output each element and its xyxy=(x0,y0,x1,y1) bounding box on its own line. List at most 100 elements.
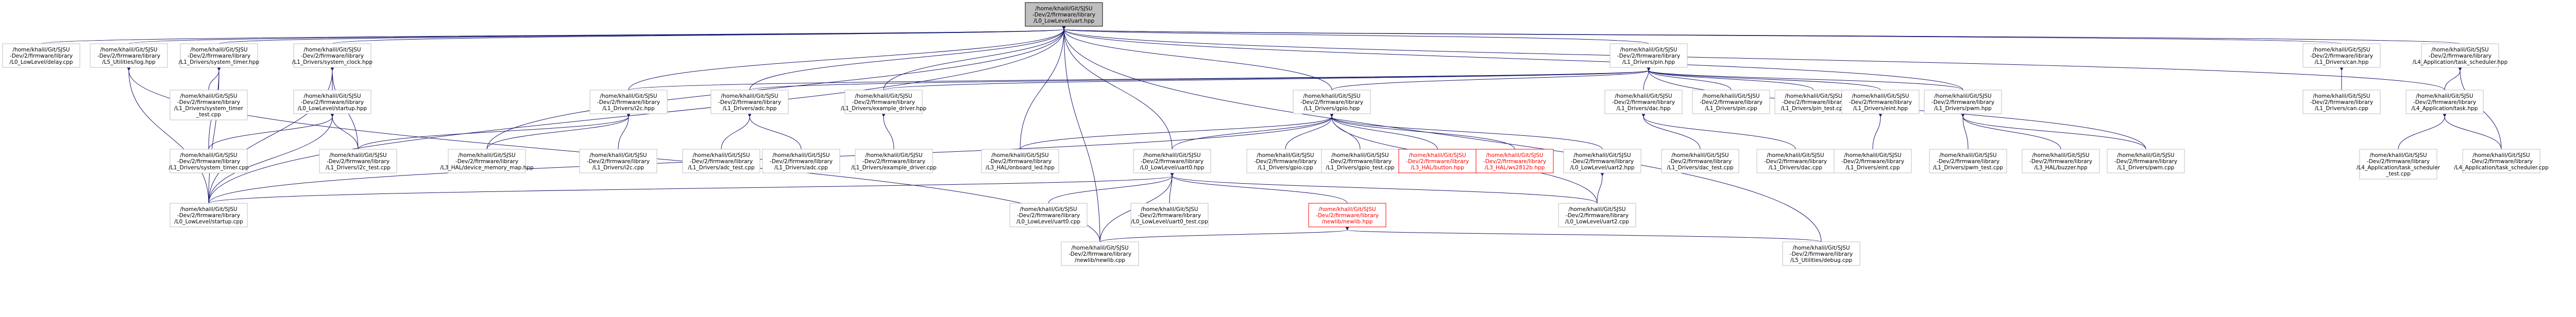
node-box xyxy=(180,43,258,68)
node-label-line: -Dev/2/firmware/library xyxy=(327,158,389,165)
graph-node[interactable]: /home/khalil/Git/SJSU-Dev/2/firmware/lib… xyxy=(1661,149,1739,173)
graph-node[interactable]: /home/khalil/Git/SJSU-Dev/2/firmware/lib… xyxy=(2107,149,2185,173)
graph-node[interactable]: /home/khalil/Git/SJSU-Dev/2/firmware/lib… xyxy=(762,149,840,173)
node-box xyxy=(1924,90,2002,114)
graph-node[interactable]: /home/khalil/Git/SJSU-Dev/2/firmware/lib… xyxy=(168,149,249,173)
graph-node[interactable]: /home/khalil/Git/SJSU-Dev/2/firmware/lib… xyxy=(579,149,657,173)
node-label-line: /home/khalil/Git/SJSU xyxy=(589,152,647,158)
graph-node[interactable]: /home/khalil/Git/SJSU-Dev/2/firmware/lib… xyxy=(440,149,534,173)
dependency-edge xyxy=(208,67,221,91)
graph-node[interactable]: /home/khalil/Git/SJSU-Dev/2/firmware/lib… xyxy=(90,43,168,68)
node-label-line: -Dev/2/firmware/library xyxy=(1329,158,1392,165)
graph-node[interactable]: /home/khalil/Git/SJSU-Dev/2/firmware/lib… xyxy=(1609,43,1688,68)
graph-node[interactable]: /home/khalil/Git/SJSU-Dev/2/firmware/lib… xyxy=(981,149,1059,173)
node-label-line: -Dev/2/firmware/library xyxy=(1571,158,1634,165)
graph-node[interactable]: /home/khalil/Git/SJSU-Dev/2/firmware/lib… xyxy=(682,149,760,173)
node-label-line: -Dev/2/firmware/library xyxy=(2114,158,2177,165)
graph-node[interactable]: /home/khalil/Git/SJSU-Dev/2/firmware/lib… xyxy=(1834,149,1912,173)
node-label-line: /home/khalil/Git/SJSU xyxy=(2313,47,2370,53)
graph-node[interactable]: /home/khalil/Git/SJSU-Dev/2/firmware/lib… xyxy=(1692,90,1770,114)
node-label-line: -Dev/2/firmware/library xyxy=(1841,158,1904,165)
graph-node[interactable]: /home/khalil/Git/SJSU-Dev/2/firmware/lib… xyxy=(2022,149,2100,173)
graph-node[interactable]: /home/khalil/Git/SJSU-Dev/2/firmware/lib… xyxy=(1025,2,1103,27)
graph-node[interactable]: /home/khalil/Git/SJSU-Dev/2/firmware/lib… xyxy=(1563,149,1641,173)
node-label-line: -Dev/2/firmware/library xyxy=(97,53,160,59)
graph-node[interactable]: /home/khalil/Git/SJSU-Dev/2/firmware/lib… xyxy=(710,90,789,114)
node-label-line: /L0_LowLevel/uart2.cpp xyxy=(1565,219,1629,225)
node-label-line: /home/khalil/Git/SJSU xyxy=(12,47,70,53)
graph-node[interactable]: /home/khalil/Git/SJSU-Dev/2/firmware/lib… xyxy=(1133,149,1211,173)
dependency-edge xyxy=(1170,172,1598,204)
node-label-line: /newlib/newlib.cpp xyxy=(1075,257,1125,263)
node-box xyxy=(1841,90,1920,114)
graph-node[interactable]: /home/khalil/Git/SJSU-Dev/2/firmware/lib… xyxy=(1321,149,1399,173)
node-label-line: /home/khalil/Git/SJSU xyxy=(1939,152,1996,158)
graph-node[interactable]: /home/khalil/Git/SJSU-Dev/2/firmware/lib… xyxy=(2302,90,2381,114)
graph-node[interactable]: /home/khalil/Git/SJSU-Dev/2/firmware/lib… xyxy=(2454,149,2549,173)
graph-node[interactable]: /home/khalil/Git/SJSU-Dev/2/firmware/lib… xyxy=(170,203,248,227)
node-label-line: /L0_LowLevel/uart2.hpp xyxy=(1570,165,1635,171)
node-label-line: _test.cpp xyxy=(196,112,221,118)
node-label-line: -Dev/2/firmware/library xyxy=(2310,53,2373,59)
node-label-line: /L1_Drivers/example_driver.hpp xyxy=(841,105,927,112)
node-label-line: /L1_Drivers/dac.hpp xyxy=(1617,105,1671,112)
graph-node[interactable]: /home/khalil/Git/SJSU-Dev/2/firmware/lib… xyxy=(292,43,372,68)
node-label-line: /L3_HAL/button.hpp xyxy=(1411,165,1464,171)
graph-node[interactable]: /home/khalil/Git/SJSU-Dev/2/firmware/lib… xyxy=(2357,149,2441,180)
graph-node[interactable]: /home/khalil/Git/SJSU-Dev/2/firmware/lib… xyxy=(1604,90,1683,114)
graph-node[interactable]: /home/khalil/Git/SJSU-Dev/2/firmware/lib… xyxy=(2413,43,2508,68)
graph-node[interactable]: /home/khalil/Git/SJSU-Dev/2/firmware/lib… xyxy=(1774,90,1853,114)
node-label-line: -Dev/2/firmware/library xyxy=(862,158,925,165)
graph-node[interactable]: /home/khalil/Git/SJSU-Dev/2/firmware/lib… xyxy=(1398,149,1477,173)
node-label-line: /L1_Drivers/example_driver.cpp xyxy=(851,165,937,171)
graph-node[interactable]: /home/khalil/Git/SJSU-Dev/2/firmware/lib… xyxy=(1009,203,1088,227)
graph-node[interactable]: /home/khalil/Git/SJSU-Dev/2/firmware/lib… xyxy=(841,90,927,114)
node-box xyxy=(2107,149,2185,173)
graph-node[interactable]: /home/khalil/Git/SJSU-Dev/2/firmware/lib… xyxy=(2,43,80,68)
dependency-edge xyxy=(2443,113,2502,150)
dependency-edge xyxy=(1062,26,1332,91)
graph-node[interactable]: /home/khalil/Git/SJSU-Dev/2/firmware/lib… xyxy=(170,90,248,120)
graph-node[interactable]: /home/khalil/Git/SJSU-Dev/2/firmware/lib… xyxy=(293,90,371,114)
node-box xyxy=(2462,149,2540,173)
graph-node[interactable]: /home/khalil/Git/SJSU-Dev/2/firmware/lib… xyxy=(1308,203,1386,227)
graph-node[interactable]: /home/khalil/Git/SJSU-Dev/2/firmware/lib… xyxy=(1476,149,1554,173)
node-label-line: -Dev/2/firmware/library xyxy=(301,53,364,59)
node-box xyxy=(1929,149,2007,173)
node-label-line: /home/khalil/Git/SJSU xyxy=(329,152,386,158)
node-label-line: /L1_Drivers/i2c_test.cpp xyxy=(326,165,391,171)
graph-node[interactable]: /home/khalil/Git/SJSU-Dev/2/firmware/lib… xyxy=(589,90,668,114)
graph-node[interactable]: /home/khalil/Git/SJSU-Dev/2/firmware/lib… xyxy=(1841,90,1920,114)
node-label-line: /home/khalil/Git/SJSU xyxy=(991,152,1048,158)
node-box xyxy=(710,90,789,114)
dependency-edge xyxy=(1647,67,1732,91)
dependency-edge xyxy=(127,67,209,204)
graph-node[interactable]: /home/khalil/Git/SJSU-Dev/2/firmware/lib… xyxy=(2302,43,2381,68)
node-label-line: /home/khalil/Git/SJSU xyxy=(600,93,657,99)
graph-node[interactable]: /home/khalil/Git/SJSU-Dev/2/firmware/lib… xyxy=(319,149,397,173)
graph-node[interactable]: /home/khalil/Git/SJSU-Dev/2/firmware/lib… xyxy=(1924,90,2002,114)
node-label-line: /L0_LowLevel/startup.cpp xyxy=(174,219,243,225)
graph-node[interactable]: /home/khalil/Git/SJSU-Dev/2/firmware/lib… xyxy=(1130,203,1209,227)
graph-node[interactable]: /home/khalil/Git/SJSU-Dev/2/firmware/lib… xyxy=(1782,241,1860,266)
graph-node[interactable]: /home/khalil/Git/SJSU-Dev/2/firmware/lib… xyxy=(1246,149,1325,173)
dependency-edge xyxy=(1170,172,1348,204)
graph-node[interactable]: /home/khalil/Git/SJSU-Dev/2/firmware/lib… xyxy=(1293,90,1371,114)
dependency-edge xyxy=(1330,113,1515,150)
dependency-edge xyxy=(749,26,1066,91)
node-label-line: /L1_Drivers/pin.hpp xyxy=(1622,59,1675,65)
graph-node[interactable]: /home/khalil/Git/SJSU-Dev/2/firmware/lib… xyxy=(1061,241,1139,266)
node-box xyxy=(2302,43,2381,68)
graph-node[interactable]: /home/khalil/Git/SJSU-Dev/2/firmware/lib… xyxy=(1558,203,1636,227)
graph-node[interactable]: /home/khalil/Git/SJSU-Dev/2/firmware/lib… xyxy=(851,149,937,173)
graph-node[interactable]: /home/khalil/Git/SJSU-Dev/2/firmware/lib… xyxy=(2405,90,2484,114)
dependency-edge xyxy=(1647,67,1881,91)
node-label-line: /home/khalil/Git/SJSU xyxy=(1767,152,1824,158)
graph-node[interactable]: /home/khalil/Git/SJSU-Dev/2/firmware/lib… xyxy=(1756,149,1835,173)
dependency-edge xyxy=(1020,113,1334,150)
graph-node[interactable]: /home/khalil/Git/SJSU-Dev/2/firmware/lib… xyxy=(1929,149,2007,173)
node-label-line: /home/khalil/Git/SJSU xyxy=(1143,152,1200,158)
graph-node[interactable]: /home/khalil/Git/SJSU-Dev/2/firmware/lib… xyxy=(179,43,260,68)
dependency-edge xyxy=(1285,113,1334,150)
